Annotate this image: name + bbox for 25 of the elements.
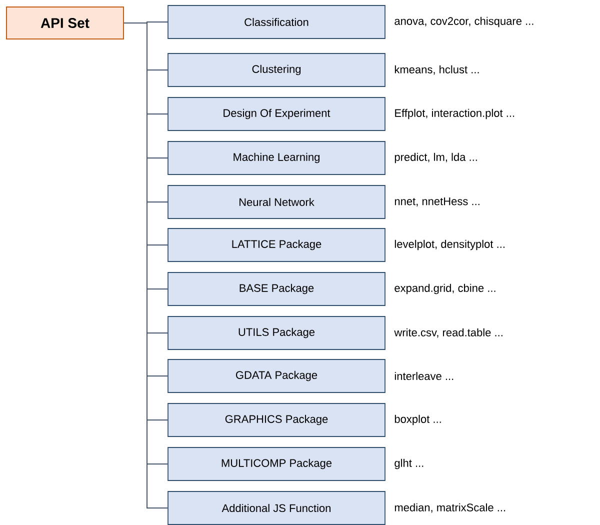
function-list: kmeans, hclust ... xyxy=(394,65,479,75)
category-box: Neural Network xyxy=(168,185,386,219)
category-box: Design Of Experiment xyxy=(168,97,386,131)
category-box: MULTICOMP Package xyxy=(168,447,386,481)
category-box: LATTICE Package xyxy=(168,228,386,262)
category-box: Machine Learning xyxy=(168,141,386,175)
category-box: BASE Package xyxy=(168,272,386,306)
category-box: Additional JS Function xyxy=(168,491,386,525)
category-box: Clustering xyxy=(168,53,386,87)
root-box: API Set xyxy=(6,6,124,40)
function-list: Effplot, interaction.plot ... xyxy=(395,108,514,120)
function-list: median, matrixScale ... xyxy=(394,503,506,513)
category-box: GRAPHICS Package xyxy=(168,403,386,437)
function-list: predict, lm, lda ... xyxy=(394,152,477,164)
function-list: levelplot, densityplot ... xyxy=(394,240,504,250)
function-list: boxplot ... xyxy=(394,414,441,426)
category-box: GDATA Package xyxy=(168,359,386,393)
function-list: nnet, nnetHess ... xyxy=(394,198,480,206)
function-list: expand.grid, cbine ... xyxy=(394,284,496,294)
function-list: interleave ... xyxy=(394,372,454,380)
function-list: glht ... xyxy=(394,458,424,470)
function-list: write.csv, read.table ... xyxy=(394,328,502,338)
function-list: anova, cov2cor, chisquare ... xyxy=(394,16,534,28)
category-box: Classification xyxy=(168,5,386,39)
category-box: UTILS Package xyxy=(168,316,386,350)
